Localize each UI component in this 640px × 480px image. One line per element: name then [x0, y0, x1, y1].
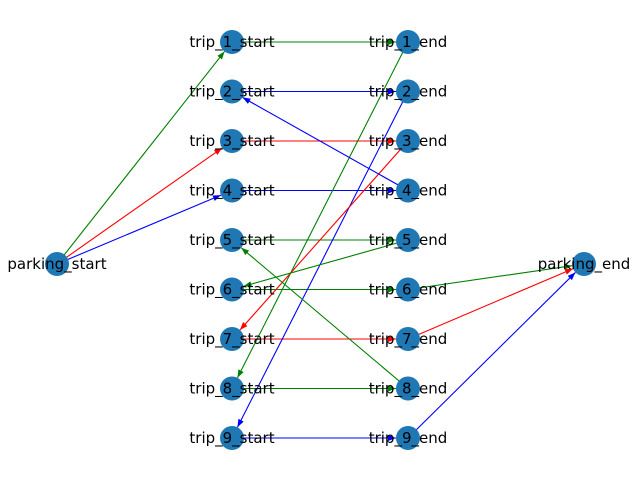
edge-parking_start-to-trip_1_start: [56, 51, 226, 265]
node-trip_4_end: [396, 178, 420, 203]
nodes-layer: [45, 30, 596, 450]
edge-trip_8_end-to-trip_5_start: [240, 247, 409, 389]
node-trip_9_end: [396, 426, 420, 450]
node-label-trip_6_end: trip_6_end: [369, 281, 448, 300]
node-parking_start: [45, 252, 69, 276]
node-label-trip_8_start: trip_8_start: [189, 380, 274, 399]
edge-trip_6_end-to-parking_end: [407, 263, 573, 291]
edge-trip_2_end-to-trip_9_start: [236, 91, 409, 428]
edge-parking_start-to-trip_4_start: [56, 194, 222, 265]
node-label-trip_3_end: trip_3_end: [369, 132, 448, 151]
node-label-parking_end: parking_end: [538, 255, 631, 274]
node-label-parking_start: parking_start: [7, 255, 106, 274]
node-trip_7_start: [220, 327, 244, 351]
edge-trip_5_end-to-trip_6_start: [243, 239, 409, 287]
labels-layer: parking_starttrip_1_starttrip_2_starttri…: [7, 33, 630, 448]
node-trip_3_end: [396, 129, 420, 153]
node-trip_4_start: [220, 178, 244, 203]
node-trip_2_start: [220, 79, 244, 104]
node-label-trip_6_start: trip_6_start: [189, 281, 274, 300]
node-label-trip_3_start: trip_3_start: [189, 132, 274, 151]
node-label-trip_4_end: trip_4_end: [369, 182, 448, 201]
edge-parking_start-to-trip_3_start: [56, 147, 223, 265]
node-label-trip_9_start: trip_9_start: [189, 429, 274, 448]
node-trip_7_end: [396, 327, 420, 351]
edge-trip_3_end-to-trip_7_start: [239, 140, 409, 331]
node-trip_6_end: [396, 277, 420, 302]
edge-trip_4_end-to-trip_2_start: [242, 96, 409, 191]
node-label-trip_7_start: trip_7_start: [189, 330, 274, 349]
edges-layer: [56, 39, 576, 441]
node-trip_2_end: [396, 79, 420, 104]
node-label-trip_7_end: trip_7_end: [369, 330, 448, 349]
node-label-trip_4_start: trip_4_start: [189, 182, 274, 201]
node-trip_8_start: [220, 376, 244, 401]
node-label-trip_1_end: trip_1_end: [369, 33, 448, 52]
node-trip_5_end: [396, 228, 420, 252]
node-label-trip_1_start: trip_1_start: [189, 33, 274, 52]
node-trip_3_start: [220, 129, 244, 153]
node-label-trip_5_end: trip_5_end: [369, 231, 448, 250]
node-trip_1_end: [396, 30, 420, 54]
node-trip_6_start: [220, 277, 244, 302]
node-label-trip_8_end: trip_8_end: [369, 380, 448, 399]
node-label-trip_9_end: trip_9_end: [369, 429, 448, 448]
edge-trip_9_end-to-parking_end: [407, 272, 576, 439]
node-trip_5_start: [220, 228, 244, 252]
node-parking_end: [572, 252, 596, 276]
node-label-trip_2_end: trip_2_end: [369, 83, 448, 102]
node-label-trip_2_start: trip_2_start: [189, 83, 274, 102]
node-trip_8_end: [396, 376, 420, 401]
node-label-trip_5_start: trip_5_start: [189, 231, 274, 250]
node-trip_1_start: [220, 30, 244, 54]
node-trip_9_start: [220, 426, 244, 450]
edge-trip_1_end-to-trip_8_start: [236, 41, 409, 379]
edge-trip_7_end-to-parking_end: [407, 268, 574, 340]
